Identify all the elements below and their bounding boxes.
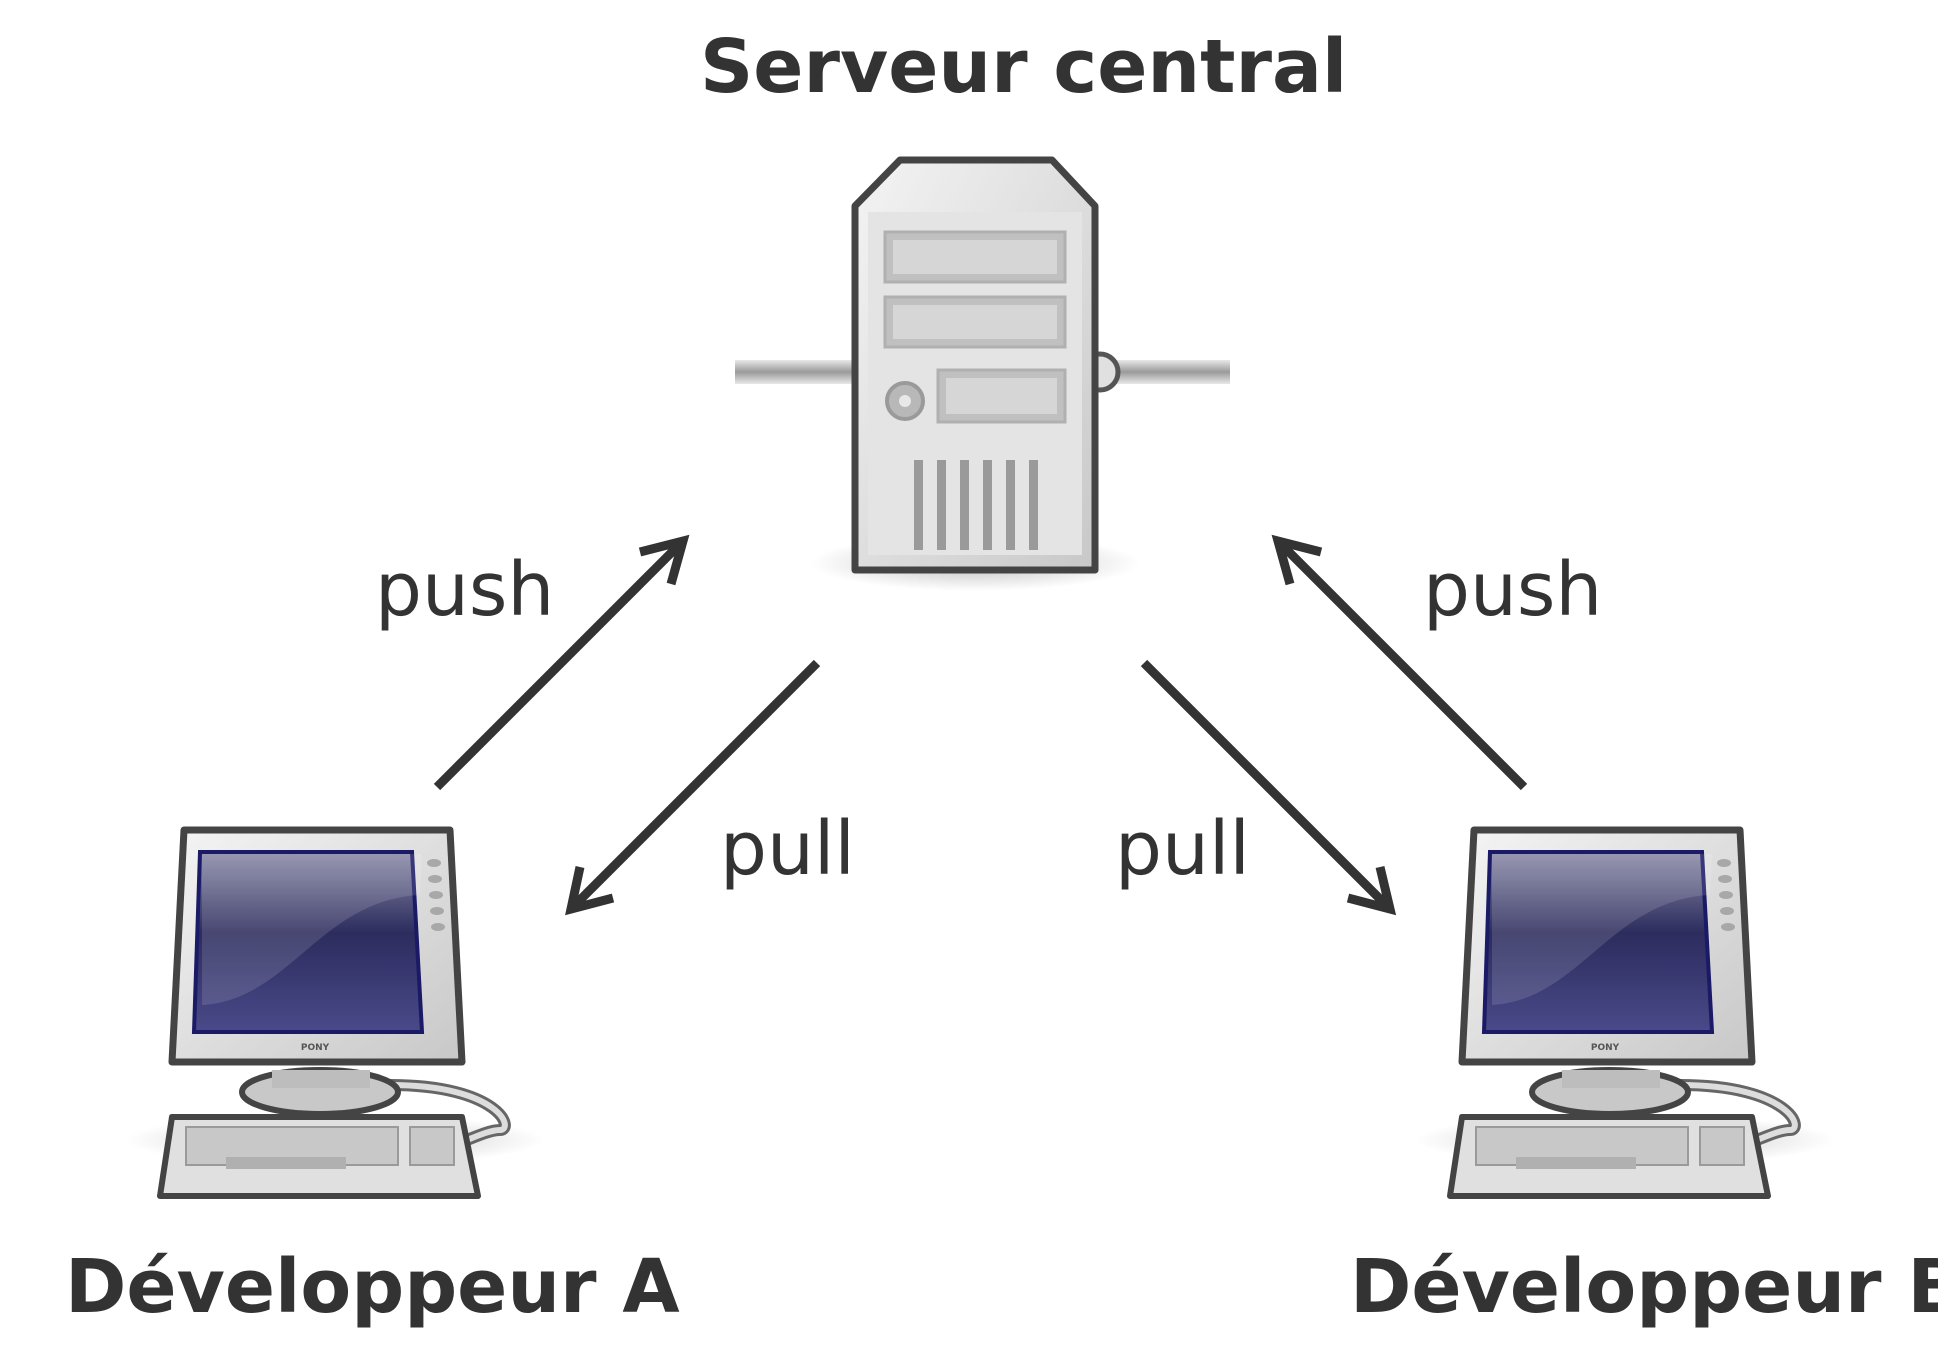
desktop-computer-icon: PONY xyxy=(1415,826,1835,1199)
edge-label-pull-a: pull xyxy=(720,806,855,892)
arrow-push-b xyxy=(1271,534,1528,791)
server-tower-icon xyxy=(735,156,1230,591)
developer-a-title: Développeur A xyxy=(65,1244,680,1330)
arrow-pull-a xyxy=(565,659,821,916)
edge-label-push-a: push xyxy=(375,547,555,633)
arrow-pull-b xyxy=(1140,659,1397,916)
desktop-computer-icon: PONY xyxy=(125,826,545,1199)
server-title: Serveur central xyxy=(700,24,1348,110)
edge-label-pull-b: pull xyxy=(1115,806,1250,892)
arrow-push-a xyxy=(433,534,690,791)
developer-b-title: Développeur B xyxy=(1350,1244,1938,1330)
brand-label: PONY xyxy=(301,1043,330,1053)
edge-label-push-b: push xyxy=(1423,547,1603,633)
brand-label: PONY xyxy=(1591,1043,1620,1053)
